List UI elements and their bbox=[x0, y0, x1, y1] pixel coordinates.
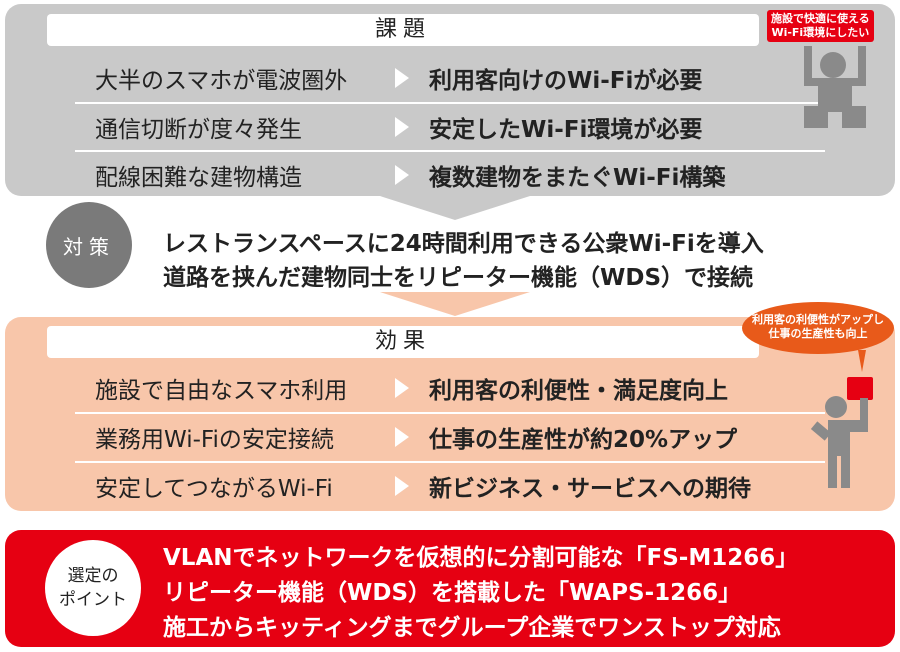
divider bbox=[75, 102, 825, 104]
effects-title: 効果 bbox=[47, 326, 759, 358]
problem-text: 業務用Wi-Fiの安定接続 bbox=[95, 427, 334, 453]
arrow-right-icon bbox=[395, 378, 409, 398]
divider bbox=[75, 150, 825, 152]
measure-line: レストランスペースに24時間利用できる公衆Wi-Fiを導入 bbox=[163, 231, 764, 257]
divider bbox=[75, 412, 825, 414]
issue-row: 配線困難な建物構造 複数建物をまたぐWi-Fi構築 bbox=[75, 151, 835, 199]
problem-text: 施設で自由なスマホ利用 bbox=[95, 378, 348, 404]
need-text: 利用客の利便性・満足度向上 bbox=[429, 378, 728, 404]
arrow-right-icon bbox=[395, 427, 409, 447]
problem-text: 通信切断が度々発生 bbox=[95, 117, 302, 143]
divider bbox=[75, 461, 825, 463]
effects-bubble: 利用客の利便性がアップし仕事の生産性も向上 bbox=[742, 302, 894, 354]
selection-panel bbox=[5, 530, 895, 647]
problem-text: 安定してつながるWi-Fi bbox=[95, 476, 333, 502]
arrow-right-icon bbox=[395, 165, 409, 185]
measure-line: 道路を挟んだ建物同士をリピーター機能（WDS）で接続 bbox=[163, 265, 754, 291]
need-text: 安定したWi-Fi環境が必要 bbox=[429, 117, 703, 143]
effect-row: 業務用Wi-Fiの安定接続 仕事の生産性が約20%アップ bbox=[75, 413, 835, 461]
issues-title: 課題 bbox=[47, 14, 759, 46]
effect-row: 安定してつながるWi-Fi 新ビジネス・サービスへの期待 bbox=[75, 462, 835, 510]
arrow-right-icon bbox=[395, 476, 409, 496]
measures-label: 対策 bbox=[46, 202, 132, 288]
issues-panel: 課題 bbox=[5, 4, 895, 196]
selection-line: リピーター機能（WDS）を搭載した「WAPS-1266」 bbox=[163, 580, 742, 606]
down-arrow-icon bbox=[380, 196, 530, 220]
effect-row: 施設で自由なスマホ利用 利用客の利便性・満足度向上 bbox=[75, 364, 835, 412]
effects-panel: 効果 bbox=[5, 317, 895, 511]
need-text: 仕事の生産性が約20%アップ bbox=[429, 427, 738, 453]
selection-label: 選定のポイント bbox=[45, 540, 141, 636]
bubble-tail bbox=[858, 350, 866, 372]
need-text: 新ビジネス・サービスへの期待 bbox=[429, 476, 751, 502]
selection-line: VLANでネットワークを仮想的に分割可能な「FS-M1266」 bbox=[163, 545, 799, 571]
selection-line: 施工からキッティングまでグループ企業でワンストップ対応 bbox=[163, 615, 781, 641]
need-text: 利用客向けのWi-Fiが必要 bbox=[429, 68, 703, 94]
issue-row: 通信切断が度々発生 安定したWi-Fi環境が必要 bbox=[75, 103, 835, 151]
arrow-right-icon bbox=[395, 68, 409, 88]
problem-text: 配線困難な建物構造 bbox=[95, 165, 302, 191]
issue-row: 大半のスマホが電波圏外 利用客向けのWi-Fiが必要 bbox=[75, 54, 835, 102]
down-arrow-icon bbox=[380, 292, 530, 316]
arrow-right-icon bbox=[395, 117, 409, 137]
problem-text: 大半のスマホが電波圏外 bbox=[95, 68, 348, 94]
need-text: 複数建物をまたぐWi-Fi構築 bbox=[429, 165, 726, 191]
